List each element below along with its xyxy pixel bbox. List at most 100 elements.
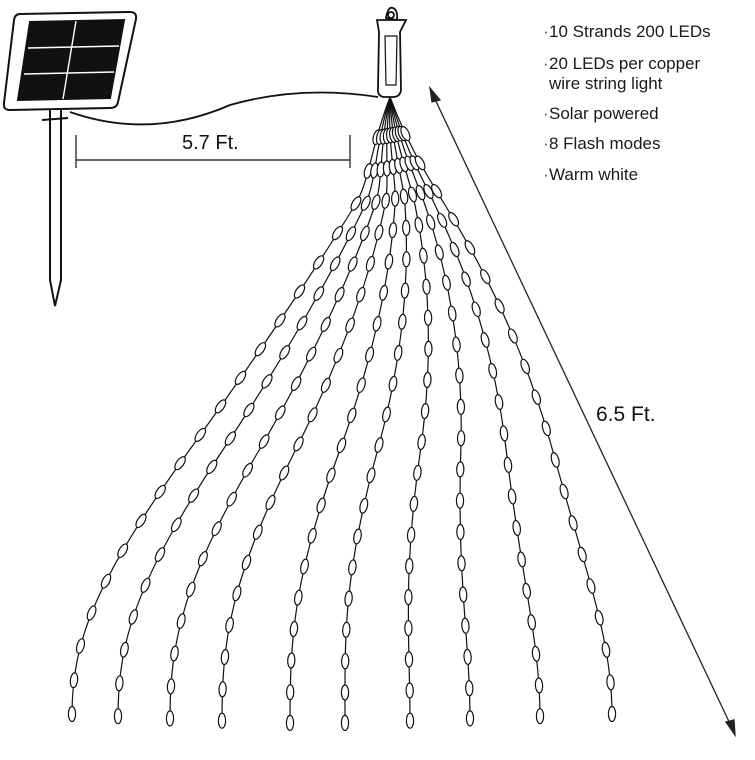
led-bulb bbox=[404, 589, 413, 606]
led-bulb bbox=[568, 515, 578, 531]
led-bulb bbox=[206, 459, 218, 475]
led-bulb bbox=[442, 274, 451, 291]
led-bulb bbox=[316, 497, 326, 514]
led-bulb bbox=[423, 371, 432, 389]
led-bulb bbox=[398, 313, 407, 330]
led-bulb bbox=[265, 494, 276, 511]
led-bulb bbox=[586, 578, 596, 594]
led-bulb bbox=[415, 184, 426, 201]
led-bulb bbox=[174, 456, 186, 471]
led-bulb bbox=[312, 255, 325, 270]
led-bulb bbox=[289, 620, 299, 638]
led-bulb bbox=[218, 681, 227, 698]
led-bulb bbox=[359, 497, 369, 514]
led-bulb bbox=[461, 617, 470, 634]
led-bulb bbox=[400, 282, 410, 299]
feature-text: Solar powered bbox=[549, 104, 659, 123]
led-bulb bbox=[465, 710, 475, 727]
led-bulb bbox=[197, 551, 208, 567]
led-bulb bbox=[345, 317, 355, 333]
feature-item: ·8 Flash modes bbox=[543, 134, 661, 153]
led-bulb bbox=[535, 708, 545, 725]
led-strand-wire bbox=[344, 96, 408, 724]
led-bulb bbox=[165, 710, 175, 727]
led-bulb bbox=[252, 524, 263, 540]
led-bulb bbox=[333, 347, 344, 364]
led-bulb bbox=[463, 648, 472, 665]
led-bulb bbox=[241, 554, 252, 571]
led-bulb bbox=[243, 402, 255, 418]
led-bulb bbox=[313, 286, 325, 301]
led-bulb bbox=[290, 376, 302, 392]
led-bulb bbox=[455, 367, 464, 384]
led-bulb bbox=[457, 555, 466, 572]
led-bulb bbox=[388, 375, 398, 392]
led-bulb bbox=[350, 196, 362, 211]
led-bulb bbox=[100, 573, 112, 589]
led-bulb bbox=[503, 456, 513, 473]
led-bulb bbox=[279, 345, 291, 360]
led-bulb bbox=[342, 621, 351, 638]
led-bulb bbox=[488, 362, 498, 379]
led-bulb bbox=[320, 316, 331, 333]
led-bulb bbox=[456, 461, 465, 478]
led-bulb bbox=[261, 374, 273, 389]
led-bulb bbox=[455, 492, 465, 509]
led-bulb bbox=[400, 126, 411, 142]
led-bulb bbox=[390, 190, 400, 207]
led-bulb bbox=[399, 188, 409, 205]
feature-item: ·Warm white bbox=[543, 165, 639, 184]
led-bulb bbox=[480, 269, 491, 285]
led-bulb bbox=[425, 214, 436, 231]
led-bulb bbox=[422, 278, 431, 295]
led-bulb bbox=[154, 547, 166, 563]
led-bulb bbox=[405, 682, 414, 699]
led-bulb bbox=[456, 430, 466, 447]
led-bulb bbox=[232, 585, 242, 602]
led-bulb bbox=[279, 465, 290, 481]
led-bulb bbox=[293, 284, 306, 299]
led-bulb bbox=[507, 488, 517, 505]
led-bulb bbox=[140, 577, 151, 593]
led-bulb bbox=[406, 526, 416, 543]
led-bulb bbox=[113, 708, 123, 725]
led-bulb bbox=[75, 638, 86, 654]
led-bulb bbox=[226, 491, 238, 507]
led-bulb bbox=[331, 225, 344, 241]
led-bulb bbox=[86, 605, 97, 621]
led-bulb bbox=[534, 677, 544, 694]
led-bulb bbox=[512, 519, 522, 537]
led-bulb bbox=[371, 194, 381, 211]
led-bulb bbox=[194, 427, 207, 442]
led-bulb bbox=[170, 517, 182, 533]
feature-text: 10 Strands 200 LEDs bbox=[549, 22, 711, 41]
led-bulb bbox=[382, 406, 391, 423]
led-bulb bbox=[448, 211, 460, 227]
led-bulb bbox=[135, 513, 147, 529]
led-bulb bbox=[461, 271, 471, 287]
led-bulb bbox=[601, 641, 611, 658]
led-bulb bbox=[401, 219, 411, 236]
led-bulb bbox=[345, 226, 357, 242]
led-bulb bbox=[340, 714, 350, 732]
led-bulb bbox=[374, 437, 384, 453]
led-bulb bbox=[522, 582, 532, 599]
led-strands bbox=[67, 96, 617, 732]
led-bulb bbox=[405, 712, 415, 729]
led-bulb bbox=[520, 358, 531, 375]
led-bulb bbox=[217, 712, 227, 729]
led-bulb bbox=[452, 336, 461, 353]
led-bulb bbox=[456, 523, 465, 541]
led-bulb bbox=[347, 407, 357, 424]
led-bulb bbox=[300, 558, 309, 575]
led-bulb bbox=[456, 398, 466, 415]
led-bulb bbox=[166, 678, 176, 695]
led-bulb bbox=[414, 155, 426, 171]
led-bulb bbox=[381, 192, 391, 209]
led-bulb bbox=[225, 616, 234, 634]
led-bulb bbox=[494, 393, 504, 411]
feature-item: ·Solar powered bbox=[543, 104, 659, 123]
led-bulb bbox=[420, 403, 430, 420]
led-bulb bbox=[320, 377, 331, 393]
